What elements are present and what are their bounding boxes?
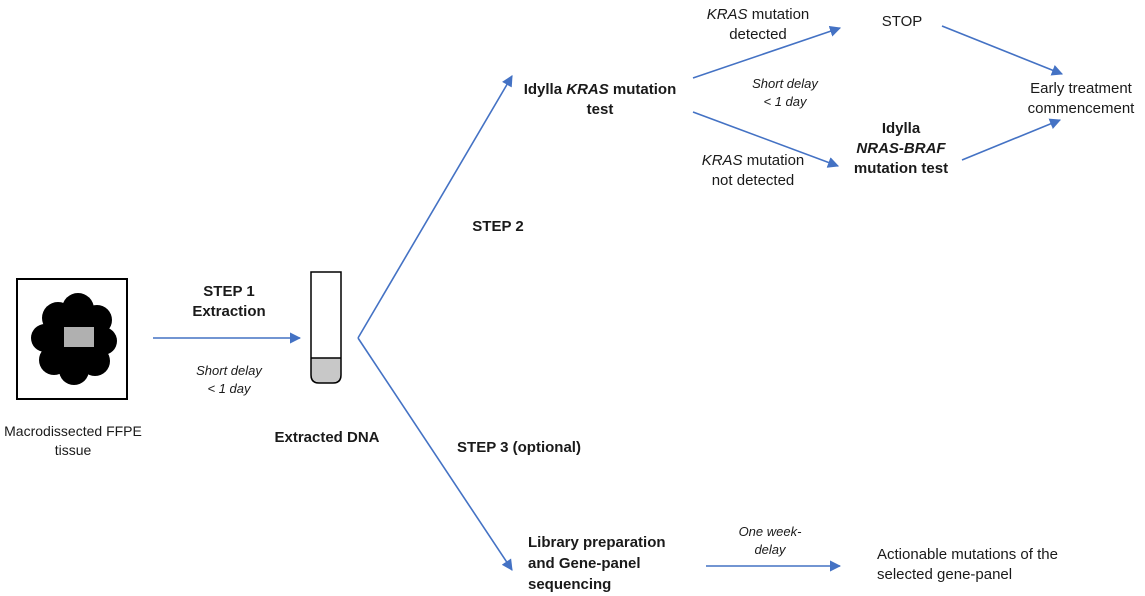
nras-braf-test-label: Idylla NRAS-BRAF mutation test (836, 119, 966, 179)
step1-delay-line2: < 1 day (207, 381, 251, 396)
arrow-nras-to-early (961, 118, 1062, 161)
kras-test-line2: test (586, 101, 614, 118)
kras-test-prefix: Idylla (523, 81, 567, 98)
tissue-caption-line2: tissue (54, 442, 92, 458)
arrow-step2 (357, 75, 513, 339)
kras-delay: Short delay < 1 day (740, 75, 830, 111)
kras-test-suffix: mutation (608, 81, 677, 98)
step3-label: STEP 3 (optional) (457, 439, 581, 456)
stop-label: STOP (881, 13, 923, 30)
detected-gene: KRAS (706, 6, 748, 23)
arrow-to-nras (692, 111, 840, 168)
actionable-line1: Actionable mutations of the (877, 546, 1058, 563)
step1-label: STEP 1 Extraction (170, 282, 288, 322)
not-detected-line2: not detected (711, 172, 795, 189)
dna-tube-icon (310, 271, 342, 384)
tissue-icon (16, 278, 128, 400)
arrow-stop-to-early (941, 25, 1064, 76)
kras-not-detected-label: KRAS mutation not detected (690, 151, 816, 191)
library-line3: sequencing (528, 576, 612, 593)
kras-delay-line2: < 1 day (763, 94, 807, 109)
early-treatment-label: Early treatment commencement (1022, 79, 1140, 119)
detected-line2: detected (729, 26, 787, 43)
library-line1: Library preparation (528, 534, 666, 551)
step2-label: STEP 2 (472, 218, 524, 235)
week-delay-line1: One week- (738, 524, 802, 539)
week-delay: One week- delay (725, 523, 815, 559)
arrow-to-stop (692, 25, 842, 79)
library-prep-label: Library preparation and Gene-panel seque… (528, 532, 698, 595)
nras-test-line1: Idylla (881, 120, 921, 137)
tissue-caption-line1: Macrodissected FFPE (4, 423, 142, 439)
kras-delay-line1: Short delay (752, 76, 818, 91)
detected-suffix: mutation (747, 6, 810, 23)
kras-test-gene: KRAS (566, 81, 609, 98)
step1-subtitle: Extraction (192, 303, 266, 320)
nras-test-gene: NRAS-BRAF (856, 140, 946, 157)
step1-delay-line1: Short delay (196, 363, 262, 378)
library-line2: and Gene-panel (528, 555, 641, 572)
extracted-dna-label: Extracted DNA (274, 429, 380, 446)
nras-test-line3: mutation test (853, 160, 949, 177)
week-delay-line2: delay (754, 542, 786, 557)
tissue-caption: Macrodissected FFPE tissue (0, 422, 146, 460)
kras-detected-label: KRAS mutation detected (695, 5, 821, 45)
not-detected-gene: KRAS (701, 152, 743, 169)
actionable-mutations-label: Actionable mutations of the selected gen… (877, 545, 1107, 585)
not-detected-suffix: mutation (742, 152, 805, 169)
early-line1: Early treatment (1030, 80, 1132, 97)
early-line2: commencement (1027, 100, 1135, 117)
kras-test-label: Idylla KRAS mutation test (510, 80, 690, 120)
arrow-step3 (357, 337, 513, 571)
step1-delay: Short delay < 1 day (170, 362, 288, 398)
actionable-line2: selected gene-panel (877, 566, 1013, 583)
step1-title: STEP 1 (203, 283, 255, 300)
